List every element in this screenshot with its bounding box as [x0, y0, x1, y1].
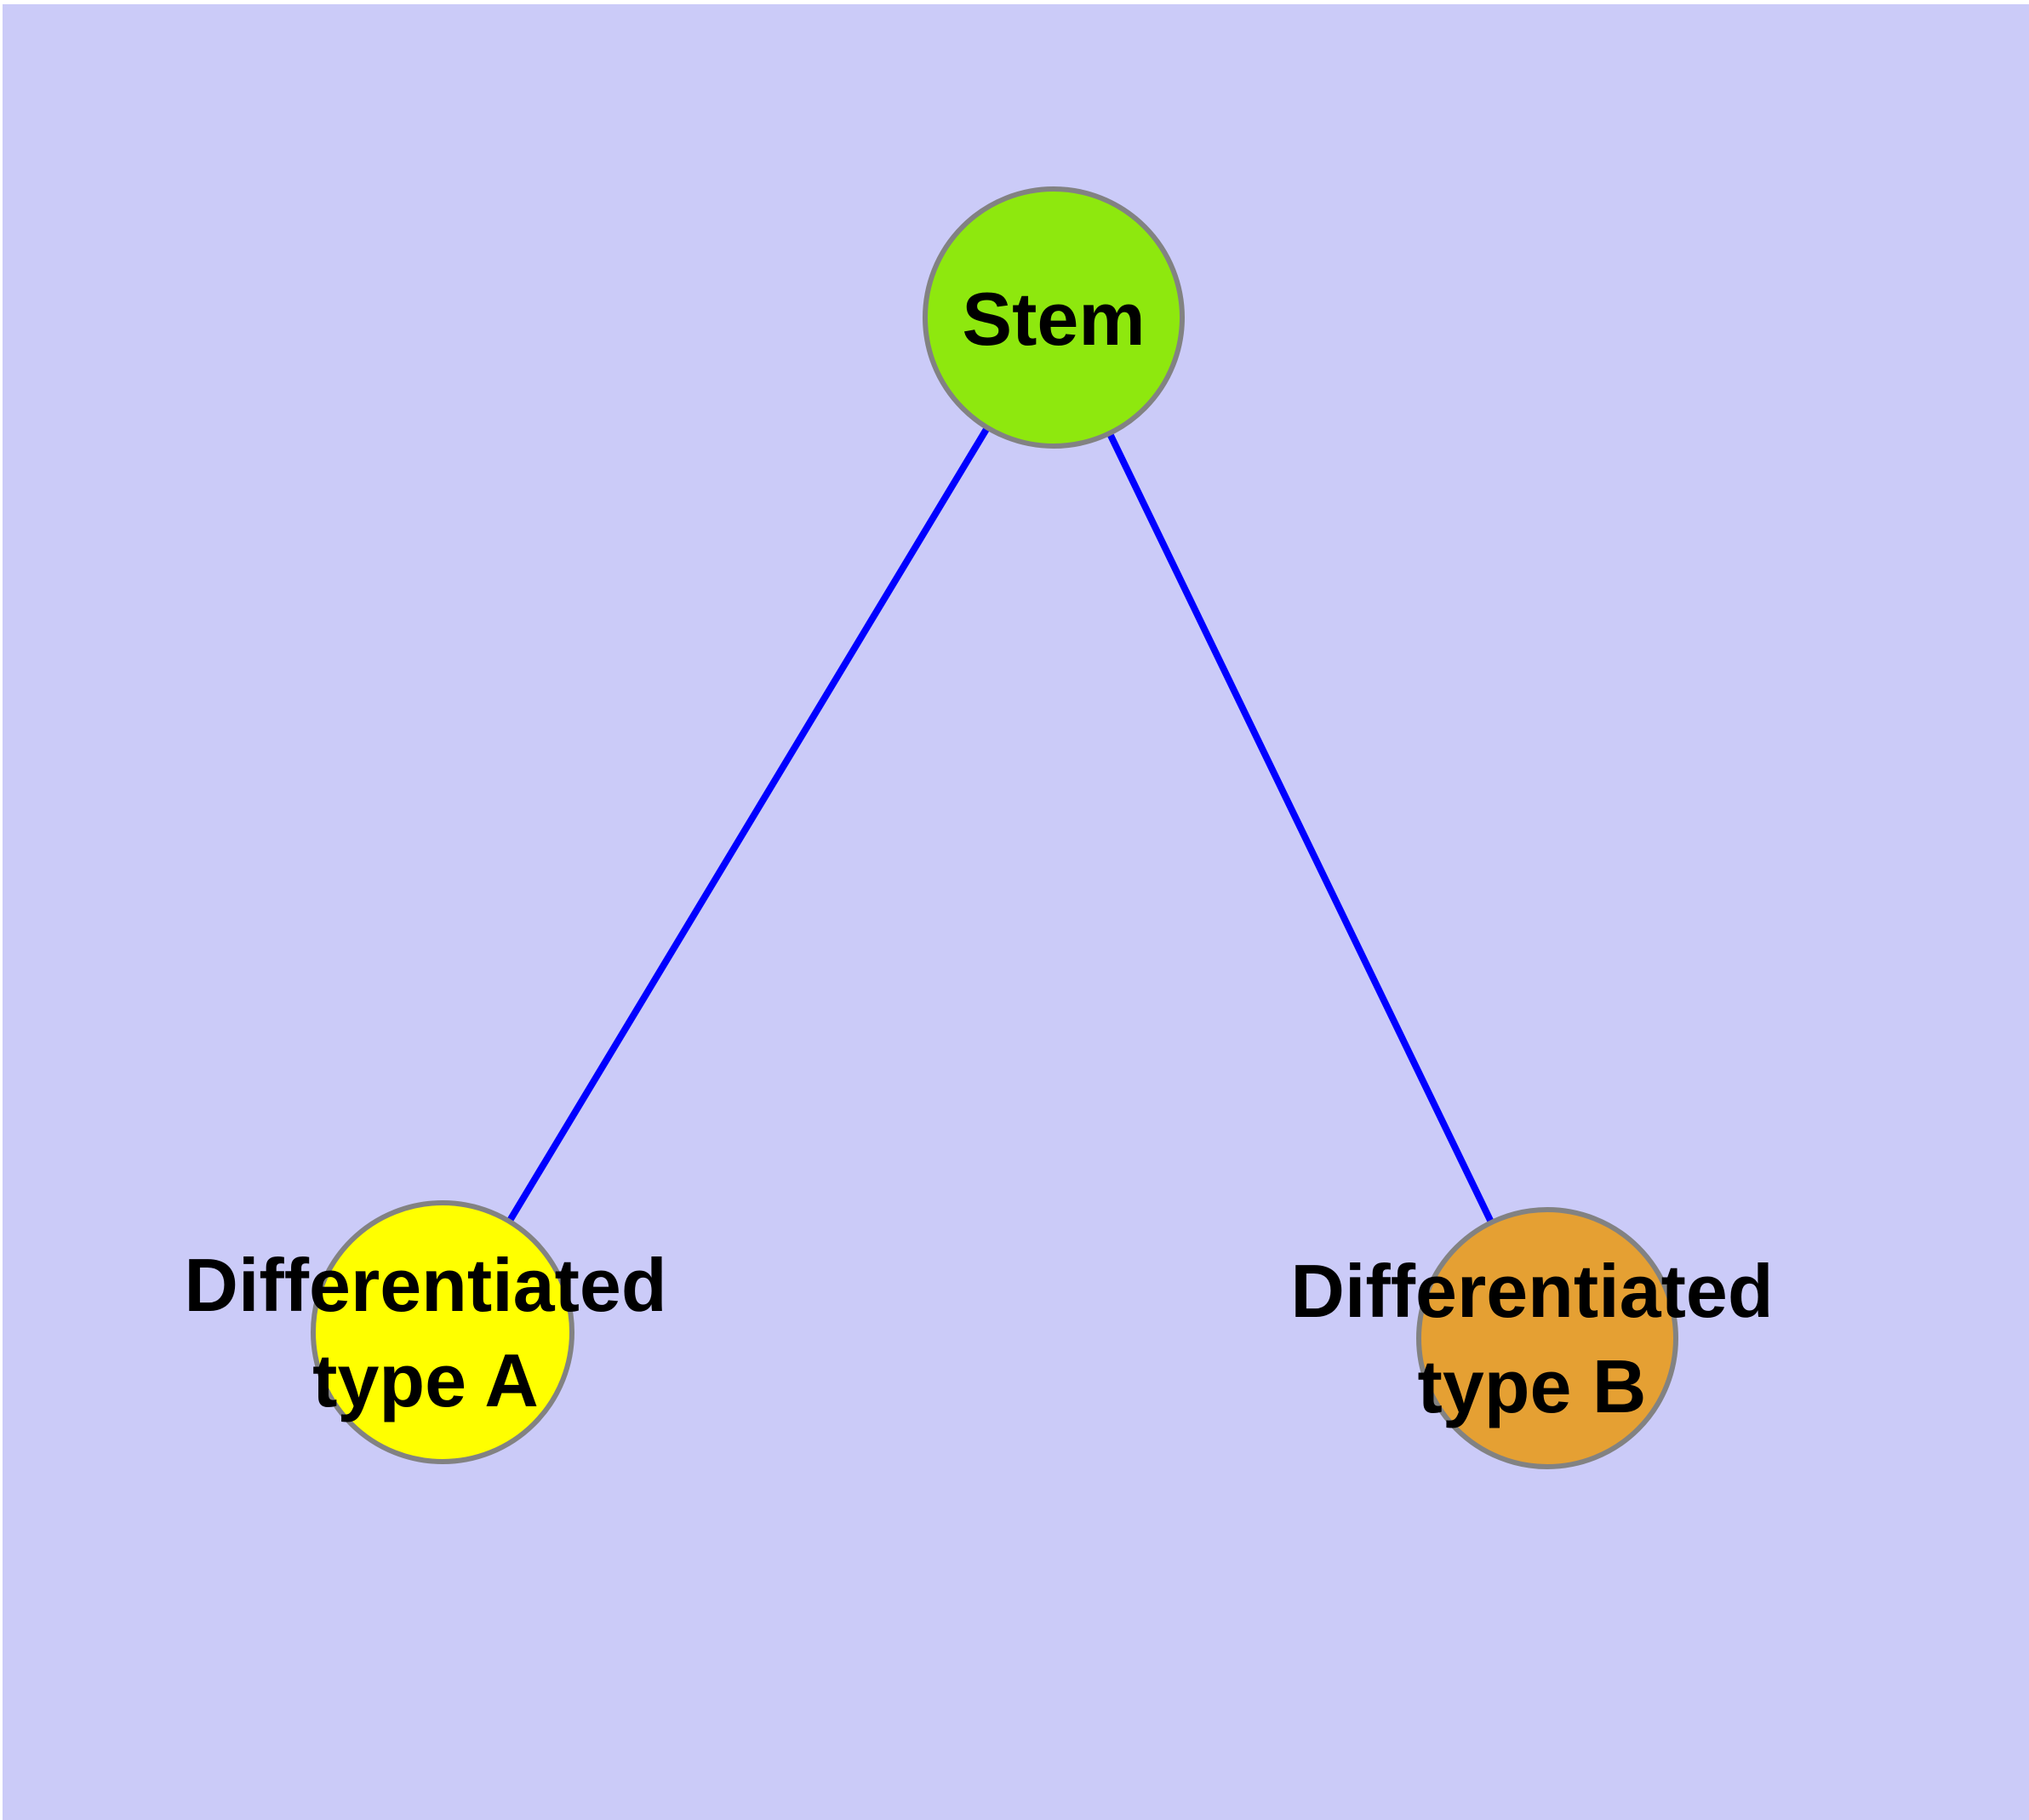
node-type-a-label-line2: type A: [312, 1338, 539, 1422]
node-stem: [923, 186, 1185, 449]
node-stem-label: Stem: [962, 277, 1145, 361]
edge-stem-to-type-a: [439, 314, 1057, 1336]
node-type-b: [1416, 1207, 1678, 1469]
edge-stem-to-type-b: [1050, 314, 1551, 1342]
node-type-a-label-line1: Differentiated: [184, 1243, 666, 1327]
node-type-a: [311, 1200, 574, 1464]
node-type-b-label-line1: Differentiated: [1290, 1249, 1773, 1333]
node-type-b-label-line2: type B: [1418, 1344, 1647, 1428]
